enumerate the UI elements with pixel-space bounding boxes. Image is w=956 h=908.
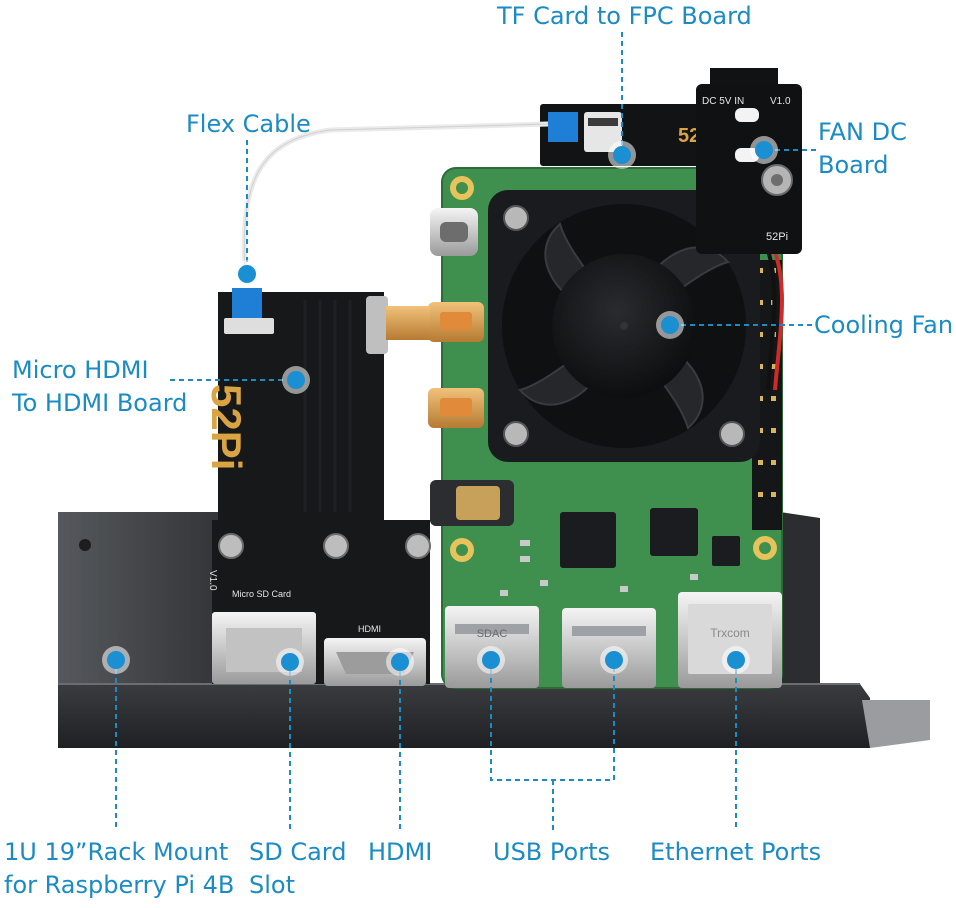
marker-usb-1 [477, 646, 505, 674]
label-flex-cable: Flex Cable [186, 110, 311, 138]
fan-board-silk-dc: DC 5V IN [702, 96, 744, 107]
marker-rack-mount [102, 646, 130, 674]
marker-tf-card [608, 141, 636, 169]
label-micro-hdmi-line2: To HDMI Board [12, 389, 188, 417]
label-ethernet-ports: Ethernet Ports [650, 838, 822, 866]
brand-logo: 52Pi [203, 384, 250, 470]
label-sd-card-line2: Slot [249, 871, 295, 899]
fan-board-silk-logo: 52Pi [766, 231, 788, 243]
label-rack-mount-line1: 1U 19”Rack Mount [4, 838, 229, 866]
tf-card-fpc-board: 52Pi [540, 104, 719, 166]
label-rack-mount-line2: for Raspberry Pi 4B [4, 871, 235, 899]
label-fan-dc-line1: FAN DC [818, 118, 907, 146]
label-rack-mount: 1U 19”Rack Mount for Raspberry Pi 4B [4, 836, 234, 902]
fan-board-silk-version: V1.0 [770, 96, 791, 107]
label-fan-dc-board: FAN DC Board [818, 116, 907, 182]
micro-hdmi-adapter-board: 52Pi V1.0 Micro SD Card HDMI [203, 288, 431, 686]
hdmi-silk: HDMI [358, 624, 381, 634]
ethernet-silk: Trxcom [710, 626, 750, 640]
marker-ethernet [722, 646, 750, 674]
label-tf-card-to-fpc-board: TF Card to FPC Board [497, 2, 752, 30]
label-micro-hdmi-board: Micro HDMI To HDMI Board [12, 354, 187, 420]
cooling-fan [488, 190, 760, 462]
usb3-silk: SDAC [477, 628, 508, 640]
leader-lines [115, 32, 818, 830]
label-fan-dc-line2: Board [818, 151, 889, 179]
label-sd-card-slot: SD Card Slot [249, 836, 347, 902]
adapter-version: V1.0 [207, 570, 218, 591]
marker-sd-card [276, 648, 304, 676]
marker-dots [102, 136, 778, 676]
marker-hdmi [386, 648, 414, 676]
fan-dc-board: DC 5V IN V1.0 52Pi [696, 68, 802, 254]
marker-micro-hdmi [282, 366, 310, 394]
marker-fan-dc [750, 136, 778, 164]
label-usb-ports: USB Ports [493, 838, 610, 866]
label-hdmi: HDMI [368, 838, 433, 866]
label-cooling-fan: Cooling Fan [814, 311, 954, 339]
micro-sd-silk: Micro SD Card [232, 589, 291, 599]
marker-flex-cable [233, 260, 261, 288]
marker-cooling-fan [656, 311, 684, 339]
label-micro-hdmi-line1: Micro HDMI [12, 356, 149, 384]
marker-usb-2 [600, 646, 628, 674]
label-sd-card-line1: SD Card [249, 838, 347, 866]
